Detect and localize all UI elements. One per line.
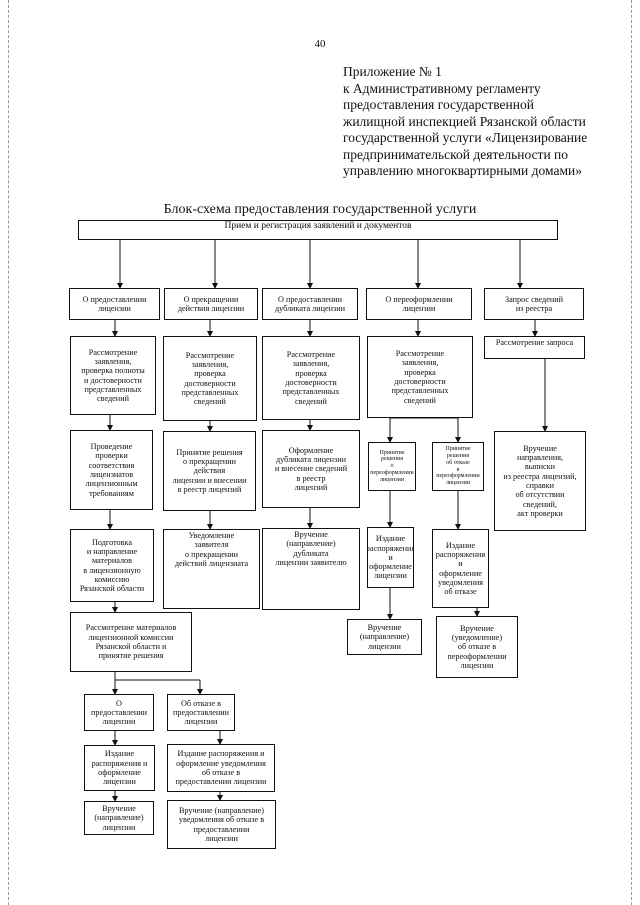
reissue-accept-delivery: Вручение (направление) лицензии — [347, 619, 422, 655]
duplicate-issuance-step: Оформление дубликата лицензии и внесение… — [262, 430, 360, 508]
header-duplicate-license: О предоставлении дубликата лицензии — [262, 288, 358, 320]
page-number: 40 — [314, 38, 326, 50]
reissue-accept-order: Издание распоряжения и оформление лиценз… — [367, 527, 414, 588]
right-page-edge — [631, 0, 632, 905]
appendix-line: к Административному регламенту — [343, 80, 541, 96]
intake-box: Прием и регистрация заявлений и документ… — [78, 220, 558, 240]
appendix-line: государственной услуги «Лицензирование — [343, 130, 588, 145]
appendix-line: Приложение № 1 — [343, 64, 442, 79]
appendix-line: предпринимательской деятельности по — [343, 146, 569, 162]
header-terminate-license: О прекращении действия лицензии — [164, 288, 258, 320]
issue-grant-delivery: Вручение (направление) лицензии — [84, 801, 154, 835]
reissue-refuse-order: Издание распоряжения и оформление уведом… — [432, 529, 489, 608]
appendix-line: жилищной инспекцией Рязанской области — [343, 113, 586, 129]
issue-inspection-step: Проведение проверки соответствия лицензи… — [70, 430, 153, 510]
issue-refuse-decision: Об отказе в предоставлении лицензии — [167, 694, 235, 731]
appendix-header: Приложение № 1 к Административному регла… — [343, 64, 633, 180]
terminate-decision-step: Принятие решения о прекращении действия … — [163, 431, 256, 511]
header-registry-request: Запрос сведений из реестра — [484, 288, 584, 320]
registry-delivery-step: Вручение направления, выписки из реестра… — [494, 431, 586, 531]
duplicate-review-step: Рассмотрение заявления, проверка достове… — [262, 336, 360, 420]
reissue-refuse-delivery: Вручение (уведомление) об отказе в перео… — [436, 616, 518, 678]
issue-review-step: Рассмотрение заявления, проверка полноты… — [70, 336, 156, 415]
appendix-line: управлению многоквартирными домами» — [343, 163, 582, 178]
duplicate-delivery-step: Вручение (направление) дубликата лицензи… — [262, 528, 360, 610]
left-page-edge — [8, 0, 9, 905]
issue-commission-prep-step: Подготовка и направление материалов в ли… — [70, 529, 154, 602]
reissue-accept-decision: Принятие решения о переоформлении лиценз… — [368, 442, 416, 491]
issue-grant-decision: О предоставлении лицензии — [84, 694, 154, 731]
diagram-title: Блок-схема предоставления государственно… — [163, 202, 477, 217]
header-reissue-license: О переоформлении лицензии — [366, 288, 472, 320]
terminate-notification-step: Уведомление заявителя о прекращении дейс… — [163, 529, 260, 609]
terminate-review-step: Рассмотрение заявления, проверка достове… — [163, 336, 257, 421]
issue-commission-review-step: Рассмотрение материалов лицензионной ком… — [70, 612, 192, 672]
header-issue-license: О предоставлении лицензии — [69, 288, 160, 320]
registry-review-step: Рассмотрение запроса — [484, 336, 585, 359]
reissue-review-step: Рассмотрение заявления, проверка достове… — [367, 336, 473, 418]
issue-grant-order: Издание распоряжения и оформление лиценз… — [84, 745, 155, 791]
issue-refuse-order: Издание распоряжения и оформление уведом… — [167, 744, 275, 792]
issue-refuse-delivery: Вручение (направление) уведомления об от… — [167, 800, 276, 849]
appendix-line: предоставления государственной — [343, 97, 534, 112]
reissue-refuse-decision: Принятие решения об отказе в переоформле… — [432, 442, 484, 491]
